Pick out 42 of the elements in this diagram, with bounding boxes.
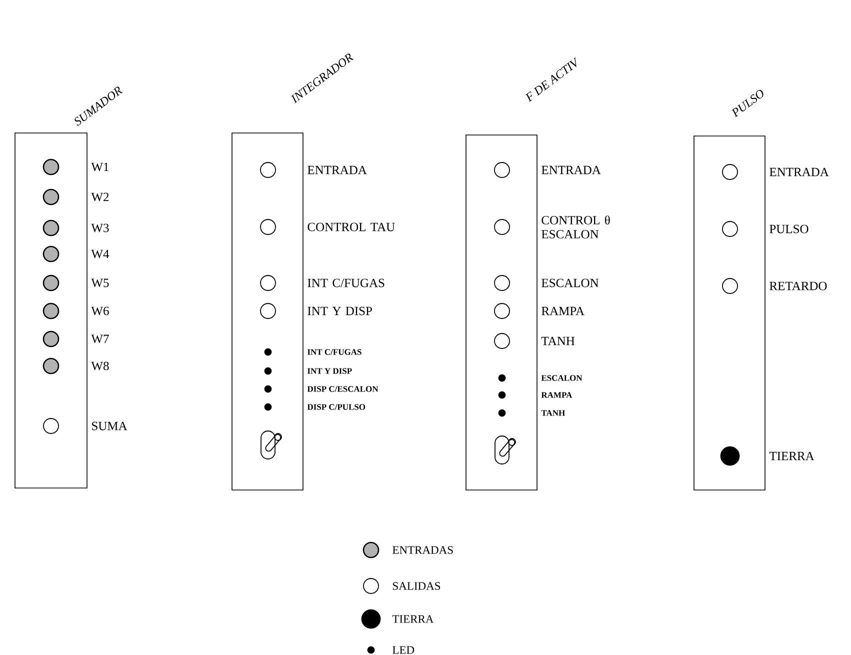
led: [498, 391, 506, 399]
jack-label: TIERRA: [769, 452, 814, 460]
jack-label: ENTRADA: [308, 166, 367, 174]
jack-label: CONTROL TAU: [308, 222, 395, 232]
jack-label: W8: [91, 362, 109, 370]
led-label: DISP C/PULSO: [307, 404, 366, 410]
led-label: RAMPA: [541, 392, 572, 398]
legend-label: LED: [392, 646, 414, 654]
jack-label: INT Y DISP: [308, 306, 372, 316]
led-label: INT Y DISP: [308, 368, 352, 374]
jack-label: W2: [91, 192, 109, 202]
jack-label: INT C/FUGAS: [308, 278, 384, 288]
toggle-switch-icon: [260, 430, 282, 460]
legend-label: ENTRADAS: [392, 546, 453, 554]
jack-label: ENTRADA: [770, 168, 829, 176]
led-label: INT C/FUGAS: [308, 349, 362, 355]
jack-label: W7: [91, 334, 109, 344]
led-label: ESCALON: [541, 375, 582, 381]
led-label: TANH: [541, 410, 565, 416]
jack-label: W3: [91, 224, 109, 232]
jack-label: PULSO: [770, 224, 808, 234]
led: [264, 403, 272, 411]
jack-label: SUMA: [92, 422, 128, 430]
led: [264, 385, 272, 393]
led: [264, 348, 272, 356]
led: [498, 374, 506, 382]
toggle-switch-icon: [494, 436, 516, 464]
jack-label: W1: [91, 162, 108, 172]
legend-label: TIERRA: [392, 615, 434, 623]
jack-label: RAMPA: [542, 306, 584, 316]
jack-label: TANH: [541, 336, 575, 346]
legend-label: SALIDAS: [392, 582, 440, 590]
jack-label: CONTROL θ ESCALON: [542, 216, 610, 238]
jack-label: W4: [91, 250, 110, 258]
jack-label: W6: [91, 306, 109, 316]
jack-label: ESCALON: [542, 278, 599, 288]
jack-label: W5: [91, 278, 109, 288]
jack-label: RETARDO: [770, 282, 827, 290]
led: [498, 409, 506, 417]
led-label: DISP C/ESCALON: [307, 386, 378, 392]
led: [264, 367, 272, 375]
jack-label: ENTRADA: [542, 166, 601, 174]
